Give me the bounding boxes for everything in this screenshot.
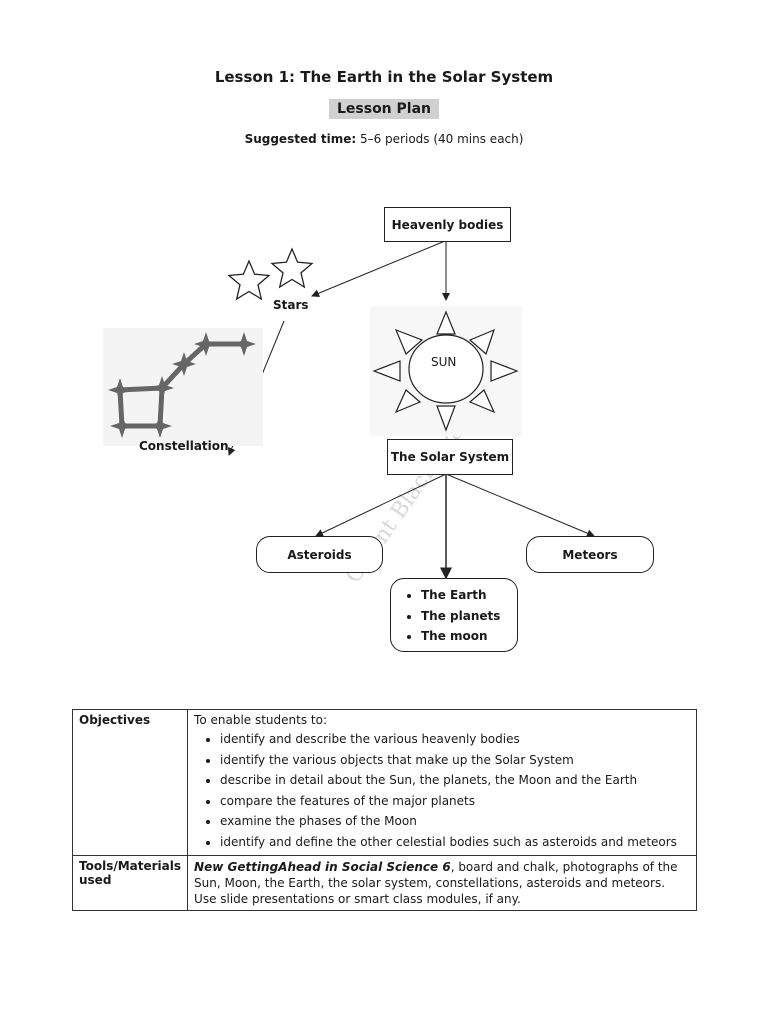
suggested-time: Suggested time: 5–6 periods (40 mins eac… <box>0 132 768 146</box>
lesson-plan-table: Objectives To enable students to: identi… <box>71 709 697 911</box>
list-item: examine the phases of the Moon <box>220 811 690 832</box>
constellation-icon <box>103 328 263 446</box>
list-item: identify the various objects that make u… <box>220 750 690 771</box>
solar-system-box: The Solar System <box>387 439 513 475</box>
suggested-time-label: Suggested time: <box>244 132 357 146</box>
tools-book-title: New GettingAhead in Social Science 6 <box>194 860 451 874</box>
arrow-heavenly-to-stars <box>311 240 446 298</box>
list-item: describe in detail about the Sun, the pl… <box>220 770 690 791</box>
concept-diagram <box>103 240 595 580</box>
list-item: The moon <box>421 626 517 647</box>
table-row: Tools/Materials used New GettingAhead in… <box>71 855 697 911</box>
heavenly-bodies-label: Heavenly bodies <box>391 217 504 232</box>
solar-members-box: The Earth The planets The moon <box>390 578 518 652</box>
objectives-cell: To enable students to: identify and desc… <box>187 709 697 856</box>
tools-head: Tools/Materials used <box>71 855 189 911</box>
stars-label: Stars <box>273 298 309 312</box>
list-item: compare the features of the major planet… <box>220 791 690 812</box>
list-item: The planets <box>421 606 517 627</box>
asteroids-box: Asteroids <box>256 536 383 573</box>
sun-icon <box>370 306 522 436</box>
stars-icon <box>227 247 314 301</box>
suggested-time-value: 5–6 periods (40 mins each) <box>356 132 524 146</box>
meteors-box: Meteors <box>526 536 654 573</box>
list-item: identify and define the other celestial … <box>220 832 690 853</box>
tools-cell: New GettingAhead in Social Science 6, bo… <box>187 855 697 911</box>
arrow-solar-to-meteors <box>445 473 595 537</box>
list-item: identify and describe the various heaven… <box>220 729 690 750</box>
table-row: Objectives To enable students to: identi… <box>71 709 697 856</box>
objectives-head: Objectives <box>71 709 189 856</box>
heavenly-bodies-box: Heavenly bodies <box>384 207 511 242</box>
list-item: The Earth <box>421 585 517 606</box>
sun-label: SUN <box>431 355 457 369</box>
constellation-label: Constellation <box>139 439 229 453</box>
meteors-label: Meteors <box>562 547 618 562</box>
asteroids-label: Asteroids <box>287 547 352 562</box>
solar-system-label: The Solar System <box>390 450 510 464</box>
lesson-plan-heading: Lesson Plan <box>328 99 439 119</box>
lesson-title: Lesson 1: The Earth in the Solar System <box>214 68 554 86</box>
objectives-intro: To enable students to: <box>194 713 327 727</box>
tools-text: , board and chalk, photographs of the Su… <box>194 860 678 906</box>
arrow-solar-to-asteroids <box>315 473 447 537</box>
